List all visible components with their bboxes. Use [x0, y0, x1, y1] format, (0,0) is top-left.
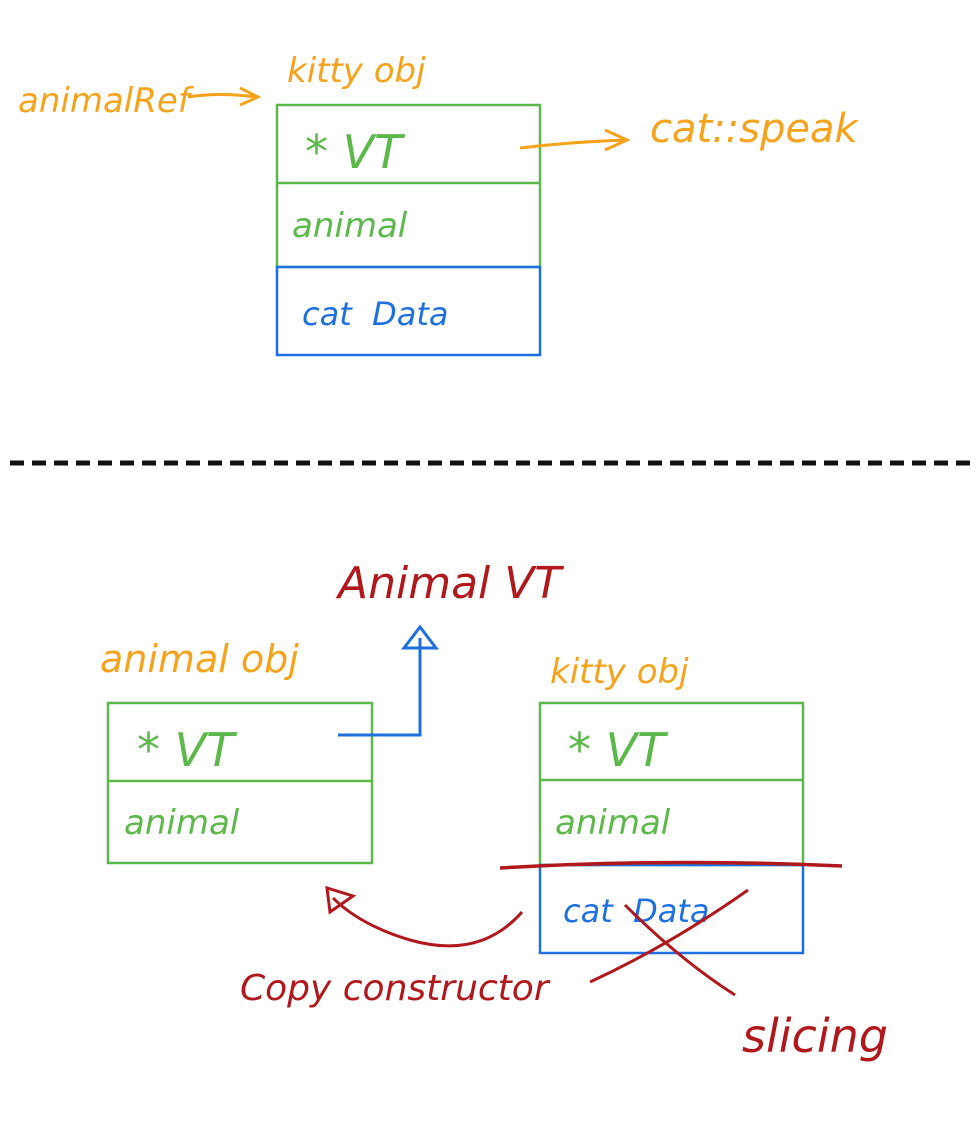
cat-speak-label: cat::speak [650, 106, 859, 152]
top-kitty-obj-label: kitty obj [287, 51, 426, 91]
animal-vt-pointer-arrow [338, 638, 422, 737]
slice-cross-2 [589, 888, 749, 984]
animal-ref-label: animalRef [18, 81, 195, 121]
slice-cross-1 [623, 903, 736, 997]
top-diagram: animalRef kitty obj * VT animal cat Data… [18, 51, 859, 357]
kitty-obj-derived-box [538, 863, 805, 955]
animal-obj-animal-field: animal [124, 803, 240, 843]
copy-constructor-arrowhead [325, 885, 357, 915]
vt-to-speak-arrowhead [604, 128, 631, 152]
vt-to-speak-arrow [519, 138, 626, 150]
kitty-obj-cat-data-field: cat Data [563, 892, 710, 930]
slicing-label: slicing [742, 1009, 888, 1063]
top-animal-field: animal [292, 206, 408, 246]
bottom-kitty-obj-label: kitty obj [550, 652, 689, 692]
animal-obj-box [106, 701, 374, 865]
kitty-obj-animal-field: animal [555, 803, 671, 843]
kitty-obj-vt-field: * VT [568, 723, 669, 777]
animal-obj-label: animal obj [100, 637, 299, 681]
animal-ref-arrow [187, 93, 256, 99]
animal-vt-label: Animal VT [335, 558, 564, 609]
animal-ref-arrowhead [239, 86, 262, 107]
top-cat-data-field: cat Data [302, 295, 449, 333]
animal-vt-pointer-arrowhead [400, 624, 440, 650]
copy-constructor-arrow [331, 896, 524, 948]
bottom-diagram: Animal VT animal obj * VT animal kitty o… [100, 558, 888, 1063]
top-derived-box [275, 265, 542, 357]
top-vt-field: * VT [305, 125, 406, 179]
slice-line [499, 860, 843, 870]
copy-constructor-label: Copy constructor [240, 968, 551, 1009]
animal-obj-vt-field: * VT [137, 723, 238, 777]
